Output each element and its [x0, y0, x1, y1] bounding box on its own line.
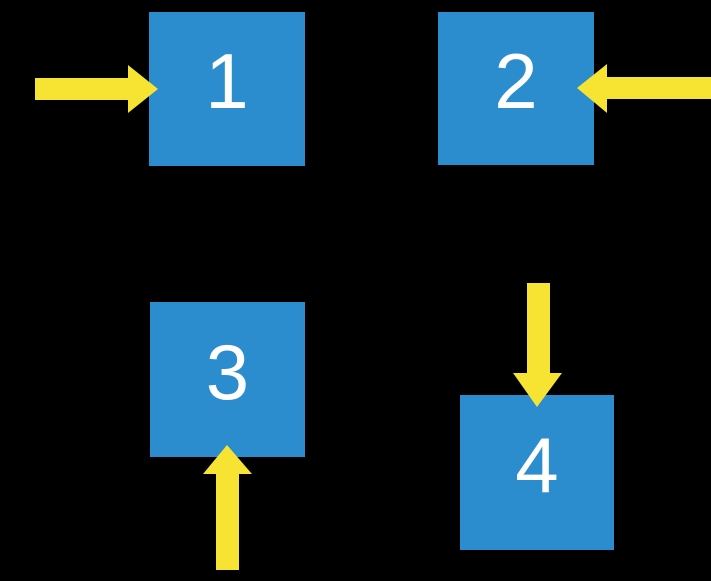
square-3[interactable]: 3	[150, 302, 305, 457]
square-1[interactable]: 1	[149, 12, 305, 166]
square-4[interactable]: 4	[460, 395, 614, 550]
square-4-label: 4	[515, 420, 559, 509]
square-3-label: 3	[205, 327, 250, 416]
square-2-label: 2	[494, 36, 538, 125]
arrow-left-icon	[577, 64, 711, 113]
square-1-label: 1	[205, 37, 249, 125]
arrow-down-icon	[513, 283, 562, 407]
arrow-right-icon	[35, 65, 158, 113]
square-2[interactable]: 2	[438, 12, 594, 165]
arrow-up-icon	[203, 445, 252, 570]
